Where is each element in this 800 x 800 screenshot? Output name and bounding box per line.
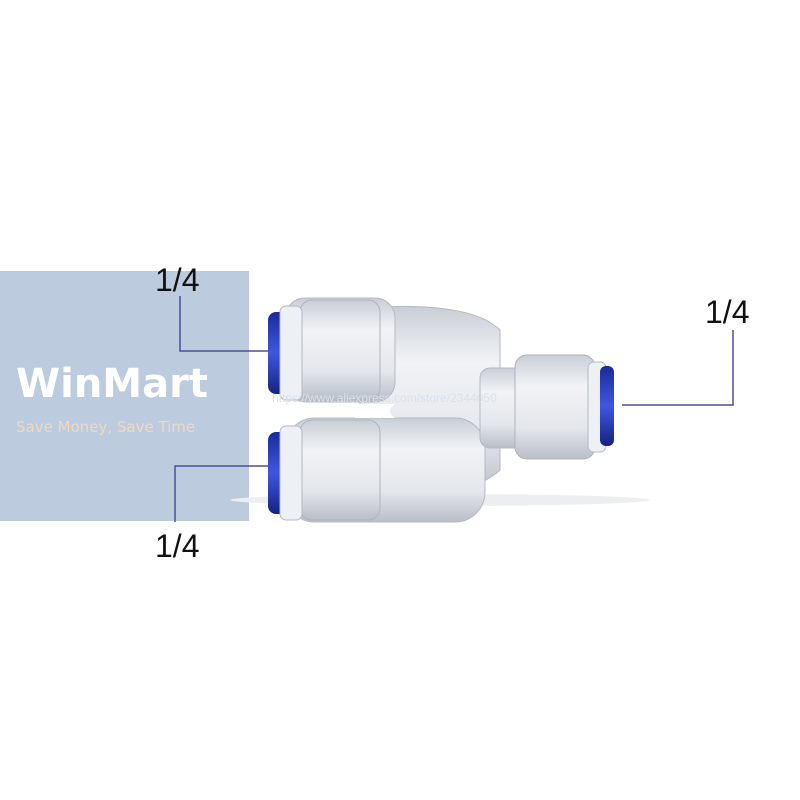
dimension-label-top-left: 1/4 [155,262,200,298]
watermark-url: https://www.aliexpress.com/store/2344050 [272,391,497,405]
lower-branch-nut [299,419,381,521]
leader-line-top-left [179,296,268,352]
upper-branch-nut [299,299,381,401]
watermark-panel: WinMart Save Money, Save Time [0,271,249,521]
dimension-label-right: 1/4 [705,294,750,330]
branch-gap [355,404,395,418]
right-outlet-nut [514,354,596,460]
upper-collet-ring [279,305,303,401]
dimension-label-bottom-left: 1/4 [155,528,200,564]
right-collet [600,366,614,446]
leader-line-bottom-left [174,465,268,522]
watermark-brand: WinMart [16,361,208,407]
leader-line-right [622,330,734,406]
lower-collet-ring [279,425,303,521]
watermark-tagline: Save Money, Save Time [16,418,196,436]
